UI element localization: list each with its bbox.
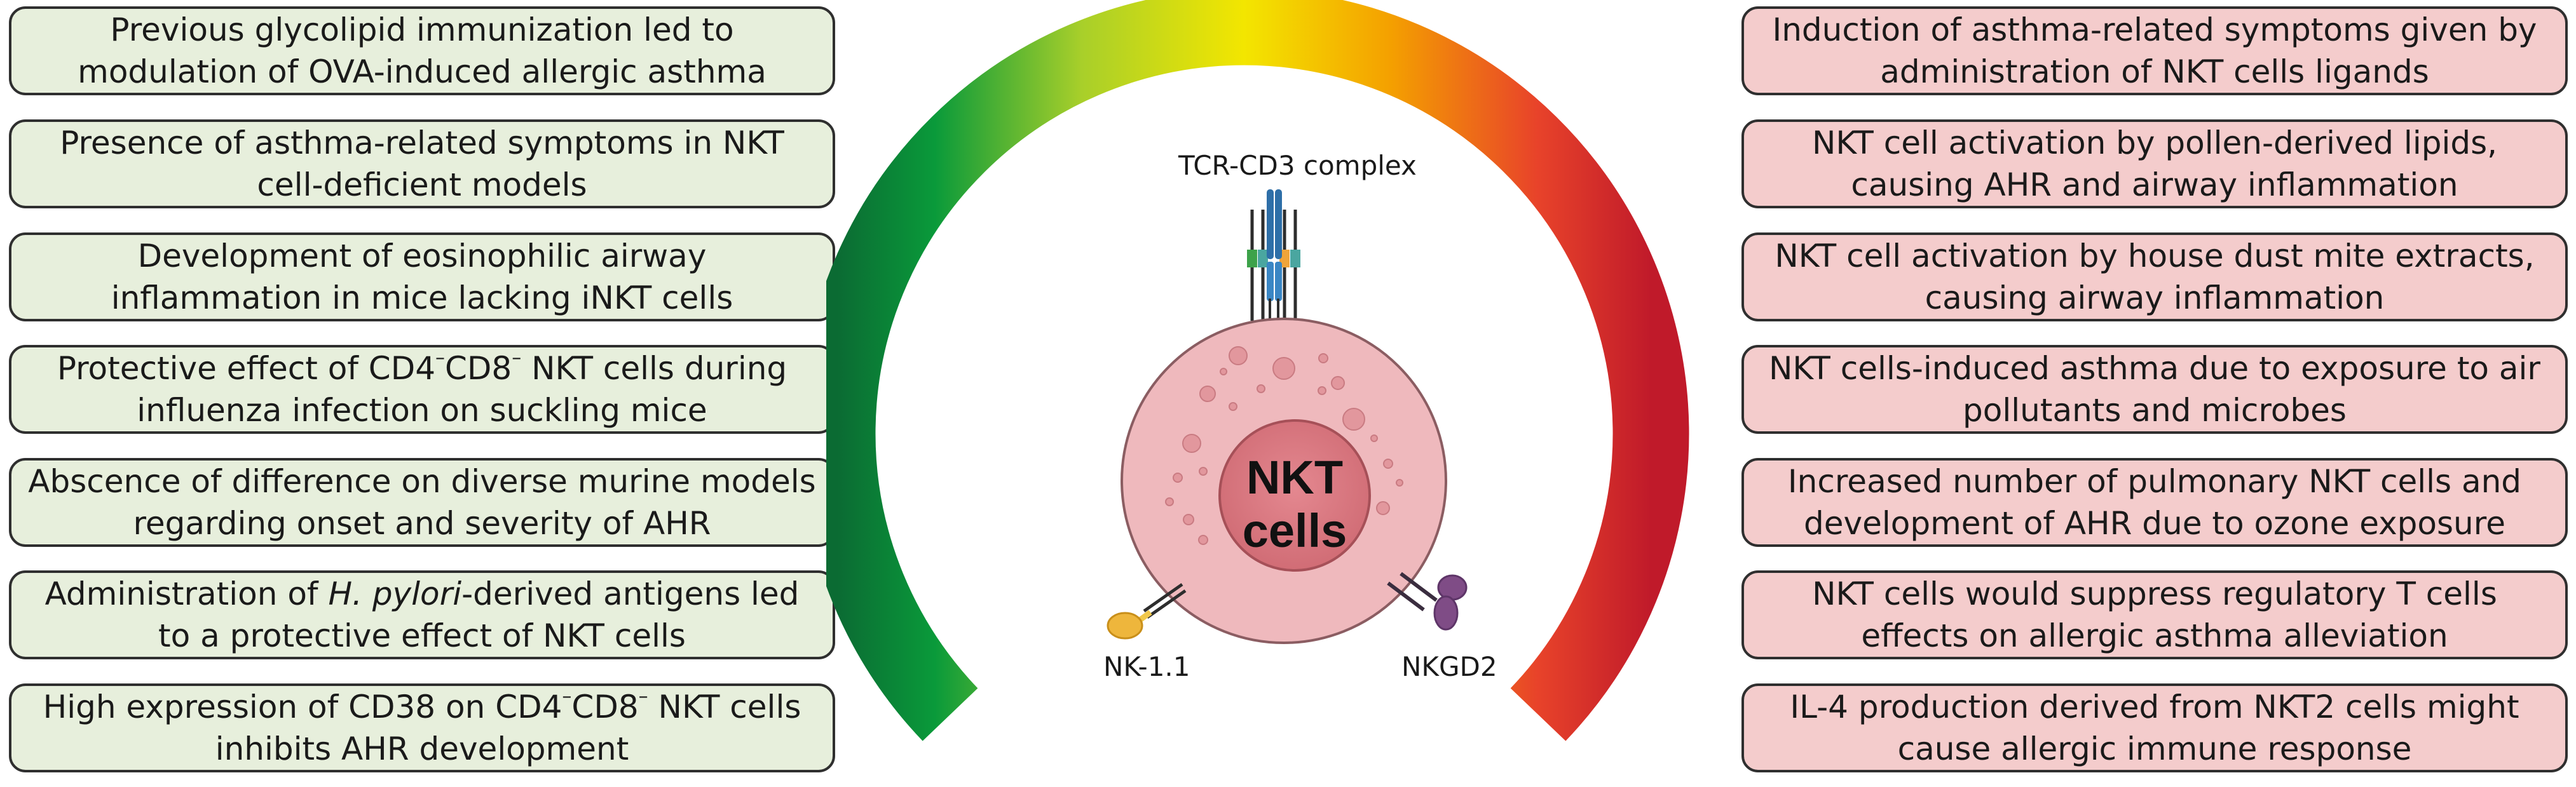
right-finding-text: NKT cell activation by pollen-derived li… [1811, 124, 2498, 203]
left-finding-box: Development of eosinophilic airway infla… [9, 232, 835, 321]
nkt-cell-title: NKT cells [1220, 451, 1369, 558]
nkgd2-label: NKGD2 [1401, 651, 1497, 682]
nkt-cell-icon [1121, 318, 1447, 644]
nkgd2-receptor-icon [1387, 572, 1468, 631]
gauge-diagram [799, 0, 1689, 741]
left-finding-box: Presence of asthma-related symptoms in N… [9, 119, 835, 208]
nk11-receptor-icon [1107, 582, 1187, 640]
right-finding-box: Induction of asthma-related symptoms giv… [1741, 6, 2568, 95]
gauge-arc-icon [799, 0, 1689, 741]
left-finding-box: Abscence of difference on diverse murine… [9, 458, 835, 547]
left-finding-box: Administration of H. pylori-derived anti… [9, 570, 835, 659]
right-finding-box: NKT cell activation by pollen-derived li… [1741, 119, 2568, 208]
tcr-cd3-label: TCR-CD3 complex [1178, 150, 1417, 181]
left-finding-text: Previous glycolipid immunization led to … [78, 11, 767, 90]
right-finding-box: NKT cells would suppress regulatory T ce… [1741, 570, 2568, 659]
nkt-cell-title-line1: NKT [1246, 451, 1344, 504]
right-finding-box: IL-4 production derived from NKT2 cells … [1741, 683, 2568, 772]
right-finding-text: IL-4 production derived from NKT2 cells … [1790, 689, 2519, 767]
nk11-label: NK-1.1 [1103, 651, 1190, 682]
right-finding-text: NKT cells would suppress regulatory T ce… [1812, 575, 2497, 654]
right-finding-text: Induction of asthma-related symptoms giv… [1772, 11, 2537, 90]
left-finding-text: High expression of CD38 on CD4–CD8– NKT … [43, 685, 801, 767]
left-finding-text: Presence of asthma-related symptoms in N… [60, 124, 784, 203]
left-finding-box: Protective effect of CD4–CD8– NKT cells … [9, 345, 835, 434]
right-finding-text: NKT cells-induced asthma due to exposure… [1769, 350, 2540, 429]
left-finding-text: Development of eosinophilic airway infla… [111, 238, 733, 316]
right-finding-text: Increased number of pulmonary NKT cells … [1787, 463, 2522, 542]
right-finding-box: Increased number of pulmonary NKT cells … [1741, 458, 2568, 547]
right-finding-box: NKT cells-induced asthma due to exposure… [1741, 345, 2568, 434]
right-finding-box: NKT cell activation by house dust mite e… [1741, 232, 2568, 321]
left-finding-box: High expression of CD38 on CD4–CD8– NKT … [9, 683, 835, 772]
left-finding-box: Previous glycolipid immunization led to … [9, 6, 835, 95]
right-finding-text: NKT cell activation by house dust mite e… [1775, 238, 2535, 316]
center-diagram: TCR-CD3 complex NK-1.1 NKGD2 NKT cells [799, 0, 1741, 784]
left-finding-text: Protective effect of CD4–CD8– NKT cells … [57, 347, 787, 429]
left-finding-text: Administration of H. pylori-derived anti… [44, 575, 800, 654]
left-finding-text: Abscence of difference on diverse murine… [28, 463, 816, 542]
nkt-cell-title-line2: cells [1242, 504, 1347, 557]
